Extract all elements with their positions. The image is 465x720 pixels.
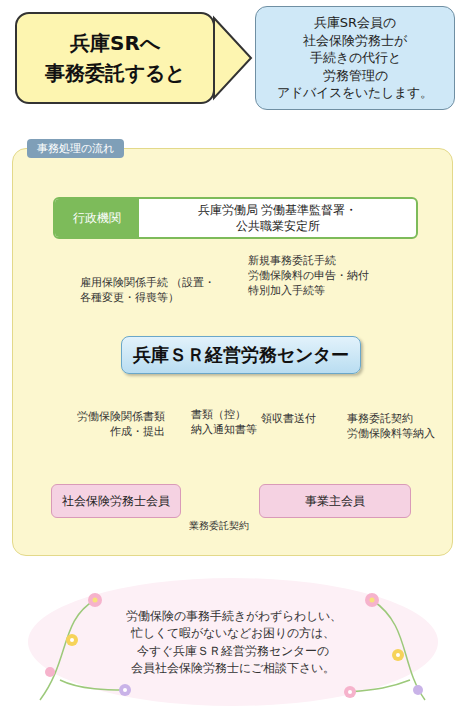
vine <box>40 600 425 700</box>
member-box: 社会保険労務士会員 <box>51 484 181 518</box>
node-title: 兵庫SR会員の 社会保険労務士が 手続きの代行と 労務管理の アドバイスをいたし… <box>276 14 434 102</box>
service-box: 兵庫SR会員の 社会保険労務士が 手続きの代行と 労務管理の アドバイスをいたし… <box>255 6 455 110</box>
edge-label: 書類（控） 納入通知書等 <box>191 408 259 438</box>
node-title: 兵庫SRへ 事務委託すると <box>28 28 203 88</box>
authority-box: 行政機関 兵庫労働局 労働基準監督署・公共職業安定所 <box>53 197 418 239</box>
edge-label: 事務委託契約 労働保険料等納入 <box>347 412 431 442</box>
edge-label: 領収書送付 <box>261 412 318 427</box>
node-title: 事業主会員 <box>305 493 365 510</box>
flow-panel: 事務処理の流れ行政機関兵庫労働局 労働基準監督署・公共職業安定所兵庫ＳＲ経営労務… <box>12 148 453 556</box>
intro-box: 兵庫SRへ 事務委託すると <box>15 12 215 104</box>
flower <box>45 593 423 698</box>
member-box: 事業主会員 <box>259 484 411 518</box>
edge-label: 業務委託契約 <box>186 519 252 533</box>
note-text: 労働保険の事務手続きがわずらわしい、 忙しくて暇がないなどお困りの方は、 今すぐ… <box>126 608 340 678</box>
node-title: 行政機関 <box>55 199 139 237</box>
node-title: 社会保険労務士会員 <box>62 493 170 510</box>
note-oval <box>28 578 438 706</box>
node-title: 事務処理の流れ <box>27 139 124 158</box>
node-title: 兵庫ＳＲ経営労務センター <box>133 343 349 367</box>
node-body: 兵庫労働局 労働基準監督署・公共職業安定所 <box>183 200 373 236</box>
center-box: 兵庫ＳＲ経営労務センター <box>121 336 361 374</box>
edge-label: 新規事務委託手続 労働保険料の申告・納付 特別加入手続等 <box>248 254 373 299</box>
edge-label: 労働保険関係書類 作成・提出 <box>75 410 165 440</box>
edge-label: 雇用保険関係手続 （設置・各種変更・得喪等） <box>80 276 230 306</box>
arrow-shape <box>214 18 251 98</box>
